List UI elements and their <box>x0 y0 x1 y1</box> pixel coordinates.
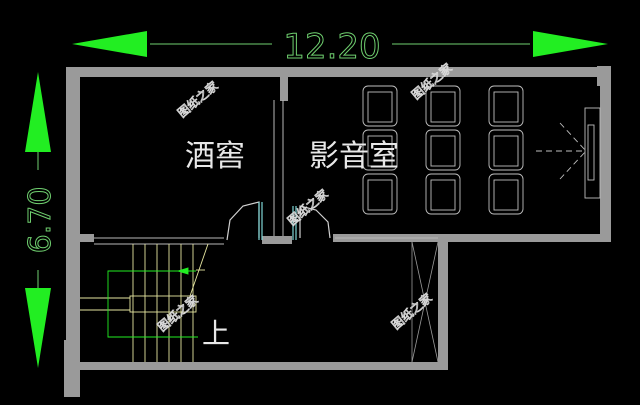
arrow-down-icon <box>25 288 51 368</box>
width-dimension <box>72 28 608 62</box>
watermark: 图纸之家 <box>154 292 200 334</box>
doors <box>226 201 331 241</box>
walls <box>64 66 611 397</box>
arrow-right-icon <box>533 31 608 57</box>
arrow-left-icon <box>72 31 147 57</box>
height-dimension <box>24 72 54 368</box>
height-dimension-label: 6.70 <box>23 187 58 254</box>
staircase <box>80 243 209 362</box>
room-label-wine-cellar: 酒窖 <box>185 139 245 174</box>
width-dimension-label: 12.20 <box>283 27 380 67</box>
watermark: 图纸之家 <box>408 60 454 102</box>
stair-direction-label: 上 <box>202 317 230 350</box>
projector-screen <box>536 107 601 199</box>
watermark: 图纸之家 <box>174 78 220 120</box>
watermark: 图纸之家 <box>284 186 330 228</box>
room-label-home-theater: 影音室 <box>309 139 399 174</box>
watermark: 图纸之家 <box>388 290 434 332</box>
theater-seats <box>362 85 524 215</box>
arrow-up-icon <box>25 72 51 152</box>
